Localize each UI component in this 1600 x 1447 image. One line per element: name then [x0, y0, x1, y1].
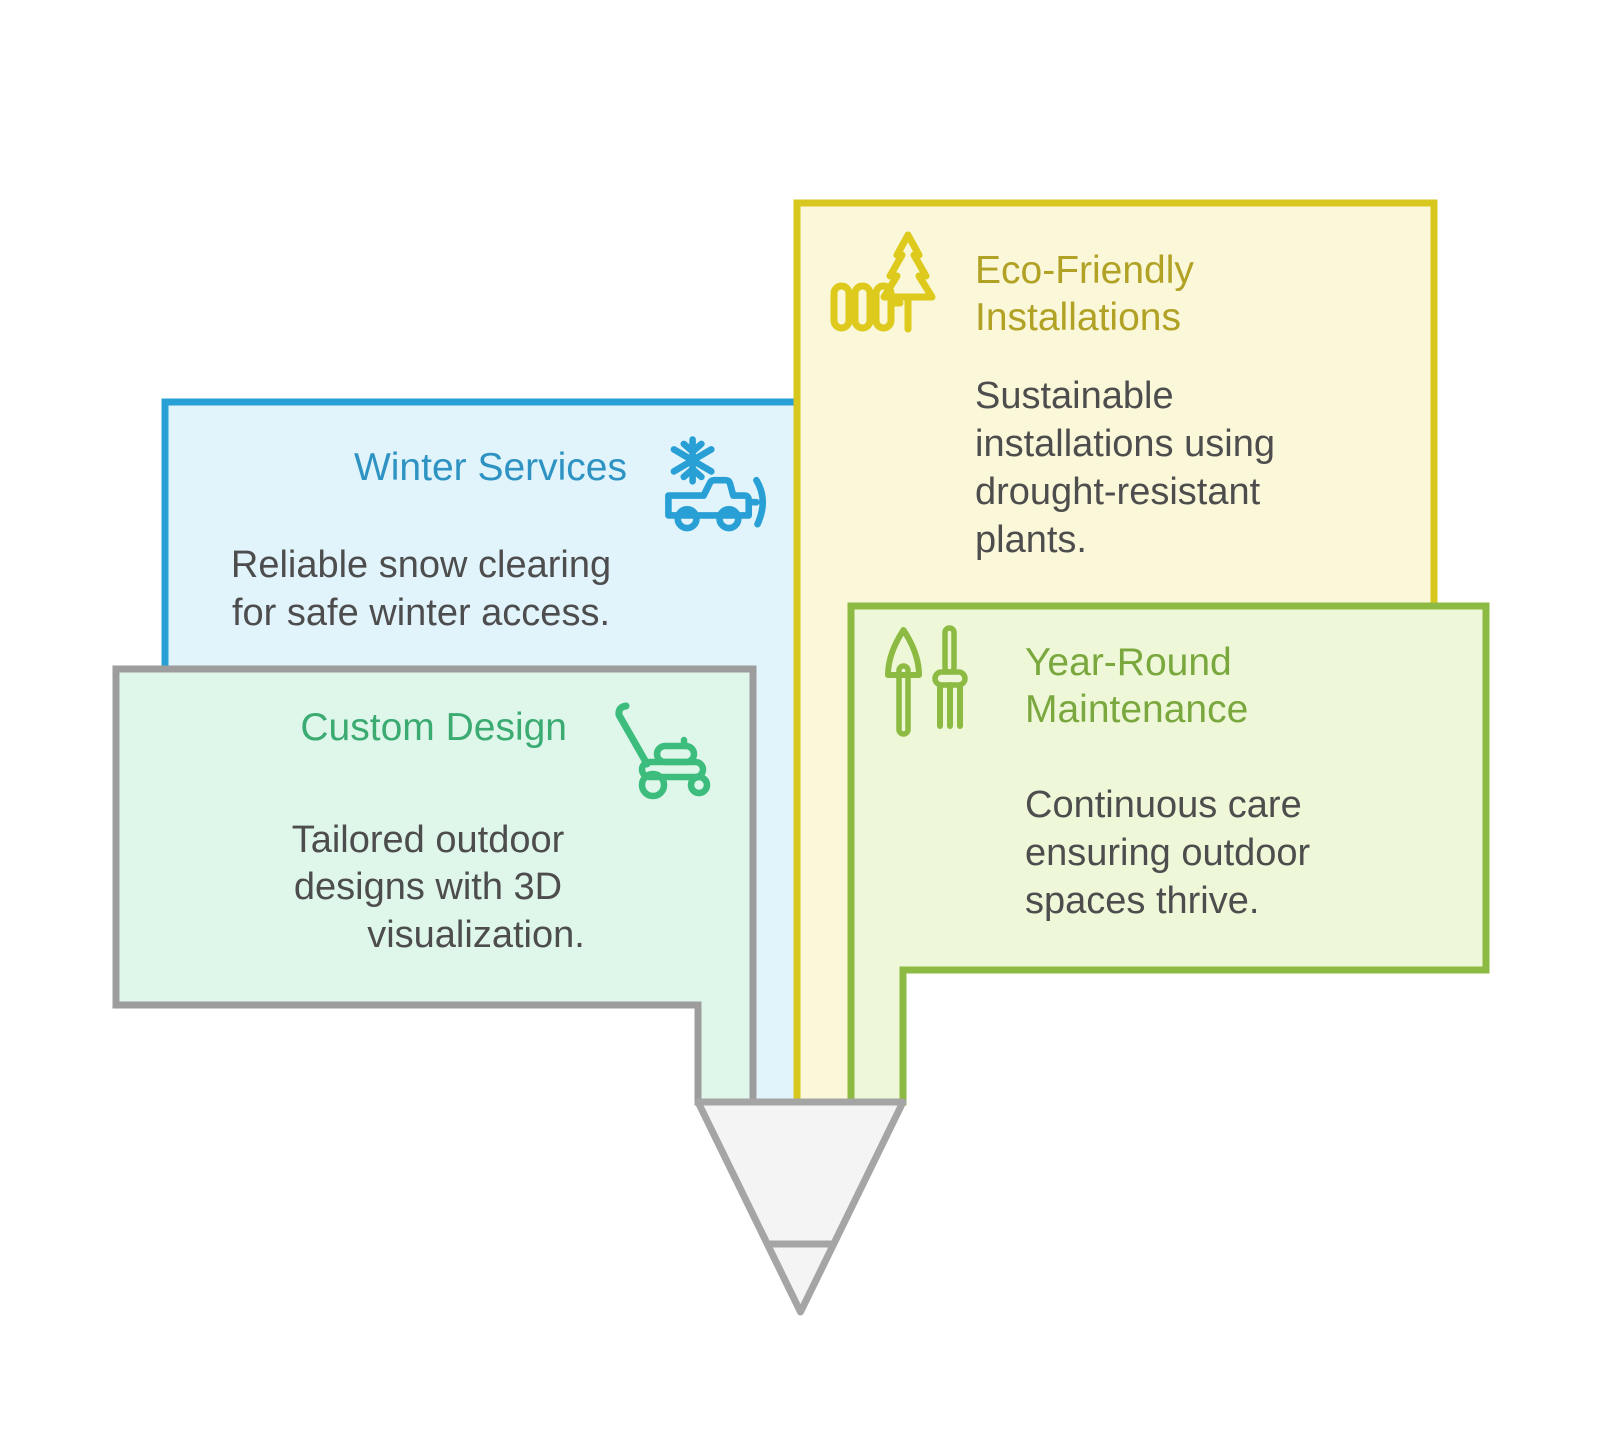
eco-friendly-title-line: Installations — [975, 296, 1181, 339]
snowplow-truck-icon — [665, 436, 767, 532]
funnel-tip — [694, 1098, 907, 1316]
year-round-desc-line: Continuous care — [1025, 784, 1302, 826]
fence-and-tree-icon — [830, 231, 936, 333]
lawnmower-icon — [615, 702, 711, 800]
year-round-title-line: Maintenance — [1025, 688, 1248, 731]
custom-design-title: Custom Design — [300, 706, 567, 749]
winter-services-desc-line: for safe winter access. — [232, 592, 610, 634]
eco-friendly-desc-line: Sustainable — [975, 375, 1174, 417]
custom-design-desc-line: visualization. — [367, 914, 585, 956]
eco-friendly-desc-line: plants. — [975, 519, 1087, 561]
custom-design-desc-line: Tailored outdoor — [292, 819, 565, 861]
eco-friendly-title-line: Eco-Friendly — [975, 249, 1194, 292]
eco-friendly-desc-line: drought-resistant — [975, 471, 1261, 513]
winter-services-desc-line: Reliable snow clearing — [231, 544, 611, 586]
garden-trowel-fork-icon — [885, 625, 968, 737]
year-round-desc-line: ensuring outdoor — [1025, 832, 1311, 874]
year-round-title-line: Year-Round — [1025, 641, 1232, 684]
year-round-desc-line: spaces thrive. — [1025, 880, 1259, 922]
winter-services-title: Winter Services — [354, 446, 627, 489]
eco-friendly-desc-line: installations using — [975, 423, 1275, 465]
custom-design-desc-line: designs with 3D — [294, 866, 562, 908]
